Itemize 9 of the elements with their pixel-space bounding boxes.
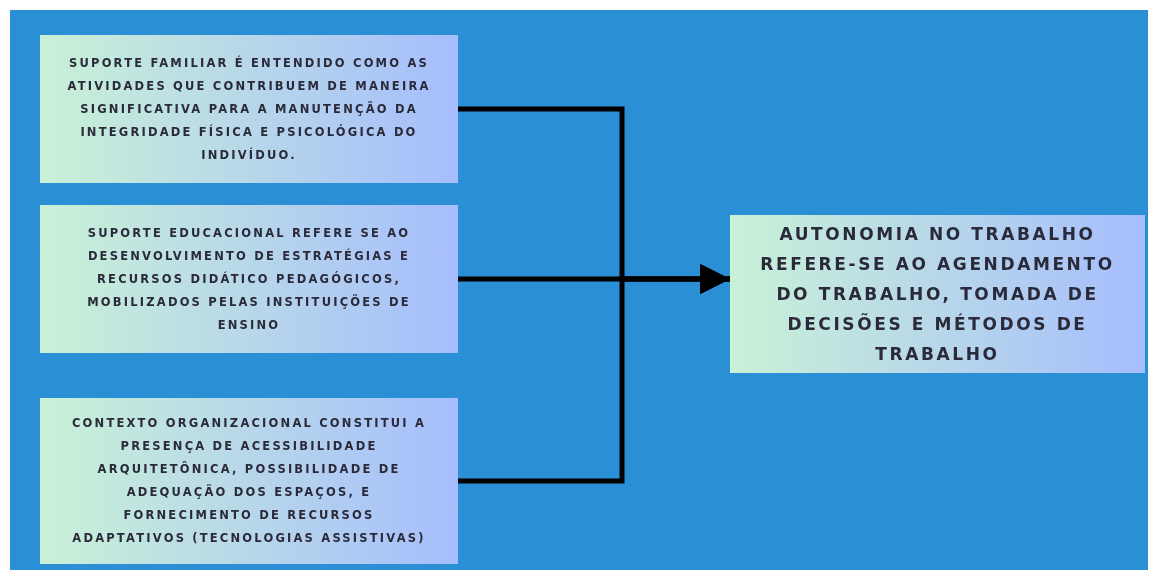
text-box [40, 35, 458, 183]
text-box [40, 398, 458, 564]
text-box [40, 205, 458, 353]
box-text: SUPORTE EDUCACIONAL REFERE SE AO DESENVOLVIMENTO DE ESTRATÉGIAS E RECURSOS DIDÁTICO PEDAGÓGICOS, MOBILIZADOS PELAS INSTITUIÇÕES DE ENSINO [86, 224, 412, 334]
box-text: SUPORTE FAMILIAR É ENTENDIDO COMO AS ATIVIDADES QUE CONTRIBUEM DE MANEIRA SIGNIFICATIVA PARA A MANUTENÇÃO DA INTEGRIDADE FÍSICA E PSICOLÓGICA DO INDIVÍDUO. [66, 54, 432, 164]
connector-arrow [458, 264, 730, 484]
box-text: CONTEXTO ORGANIZACIONAL CONSTITUI A PRESENÇA DE ACESSIBILIDADE ARQUITETÔNICA, POSSIBILIDADE DE ADEQUAÇÃO DOS ESPAÇOS, E FORNECIMENTO DE RECURSOS ADAPTATIVOS (TECNOLOGIAS ASSISTIVAS) [70, 415, 428, 547]
box-text: AUTONOMIA NO TRABALHO REFERE-SE AO AGENDAMENTO DO TRABALHO, TOMADA DE DECISÕES E MÉTODOS DE TRABALHO [759, 223, 1116, 366]
text-box [730, 215, 1145, 373]
